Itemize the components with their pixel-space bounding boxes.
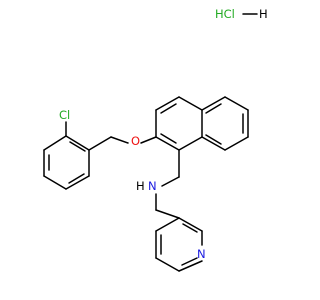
- amine-hydrogen-label: H: [136, 179, 145, 193]
- hcl-label: HCl: [215, 7, 235, 21]
- chlorine-atom-label: Cl: [59, 108, 70, 122]
- ring-double-bond: [69, 141, 86, 152]
- ring-bond: [155, 257, 180, 272]
- ring-double-bond: [160, 103, 177, 114]
- ring-bond: [65, 135, 90, 151]
- ring-bond: [178, 96, 203, 111]
- molecule-diagram: HCl H Cl O: [43, 7, 268, 272]
- ch2-o-bond: [110, 136, 129, 144]
- ring-bond: [224, 136, 249, 151]
- ring-double-bond: [181, 257, 198, 266]
- benzyl-ch2-bond: [88, 136, 112, 151]
- hcl-hydrogen-label: H: [259, 7, 268, 21]
- ring-double-bond: [205, 134, 222, 145]
- hcl-salt: HCl H: [215, 7, 268, 21]
- ch2-n-bond: [161, 176, 180, 187]
- ring-bond: [155, 96, 180, 111]
- ring-bond: [178, 136, 203, 151]
- ring-double-bond: [68, 173, 85, 184]
- o-naphthyl-bond: [140, 136, 157, 144]
- pyridine-ring: [155, 217, 203, 272]
- ring-bond: [65, 175, 90, 190]
- pyridine-nitrogen-label: N: [197, 247, 206, 261]
- ring-double-bond: [205, 103, 222, 114]
- ring-double-bond: [160, 133, 177, 144]
- oxygen-atom-label: O: [131, 134, 140, 148]
- naphthalene-right-ring: [201, 96, 249, 151]
- ring-double-bond: [182, 223, 198, 233]
- ring-bond: [155, 136, 180, 151]
- ring-bond: [201, 96, 226, 111]
- ring-bond: [155, 217, 180, 232]
- ring-bond: [43, 175, 67, 190]
- naphthalene-left-ring: [155, 96, 203, 151]
- ring-bond: [201, 136, 226, 151]
- amine-nitrogen-label: N: [148, 179, 157, 193]
- ring-bond: [43, 135, 67, 151]
- ring-bond: [178, 260, 203, 272]
- ring-bond: [178, 217, 203, 232]
- chlorophenyl-ring: [43, 135, 90, 190]
- ring-bond: [224, 96, 249, 111]
- ch2-pyridine-bond: [155, 209, 180, 219]
